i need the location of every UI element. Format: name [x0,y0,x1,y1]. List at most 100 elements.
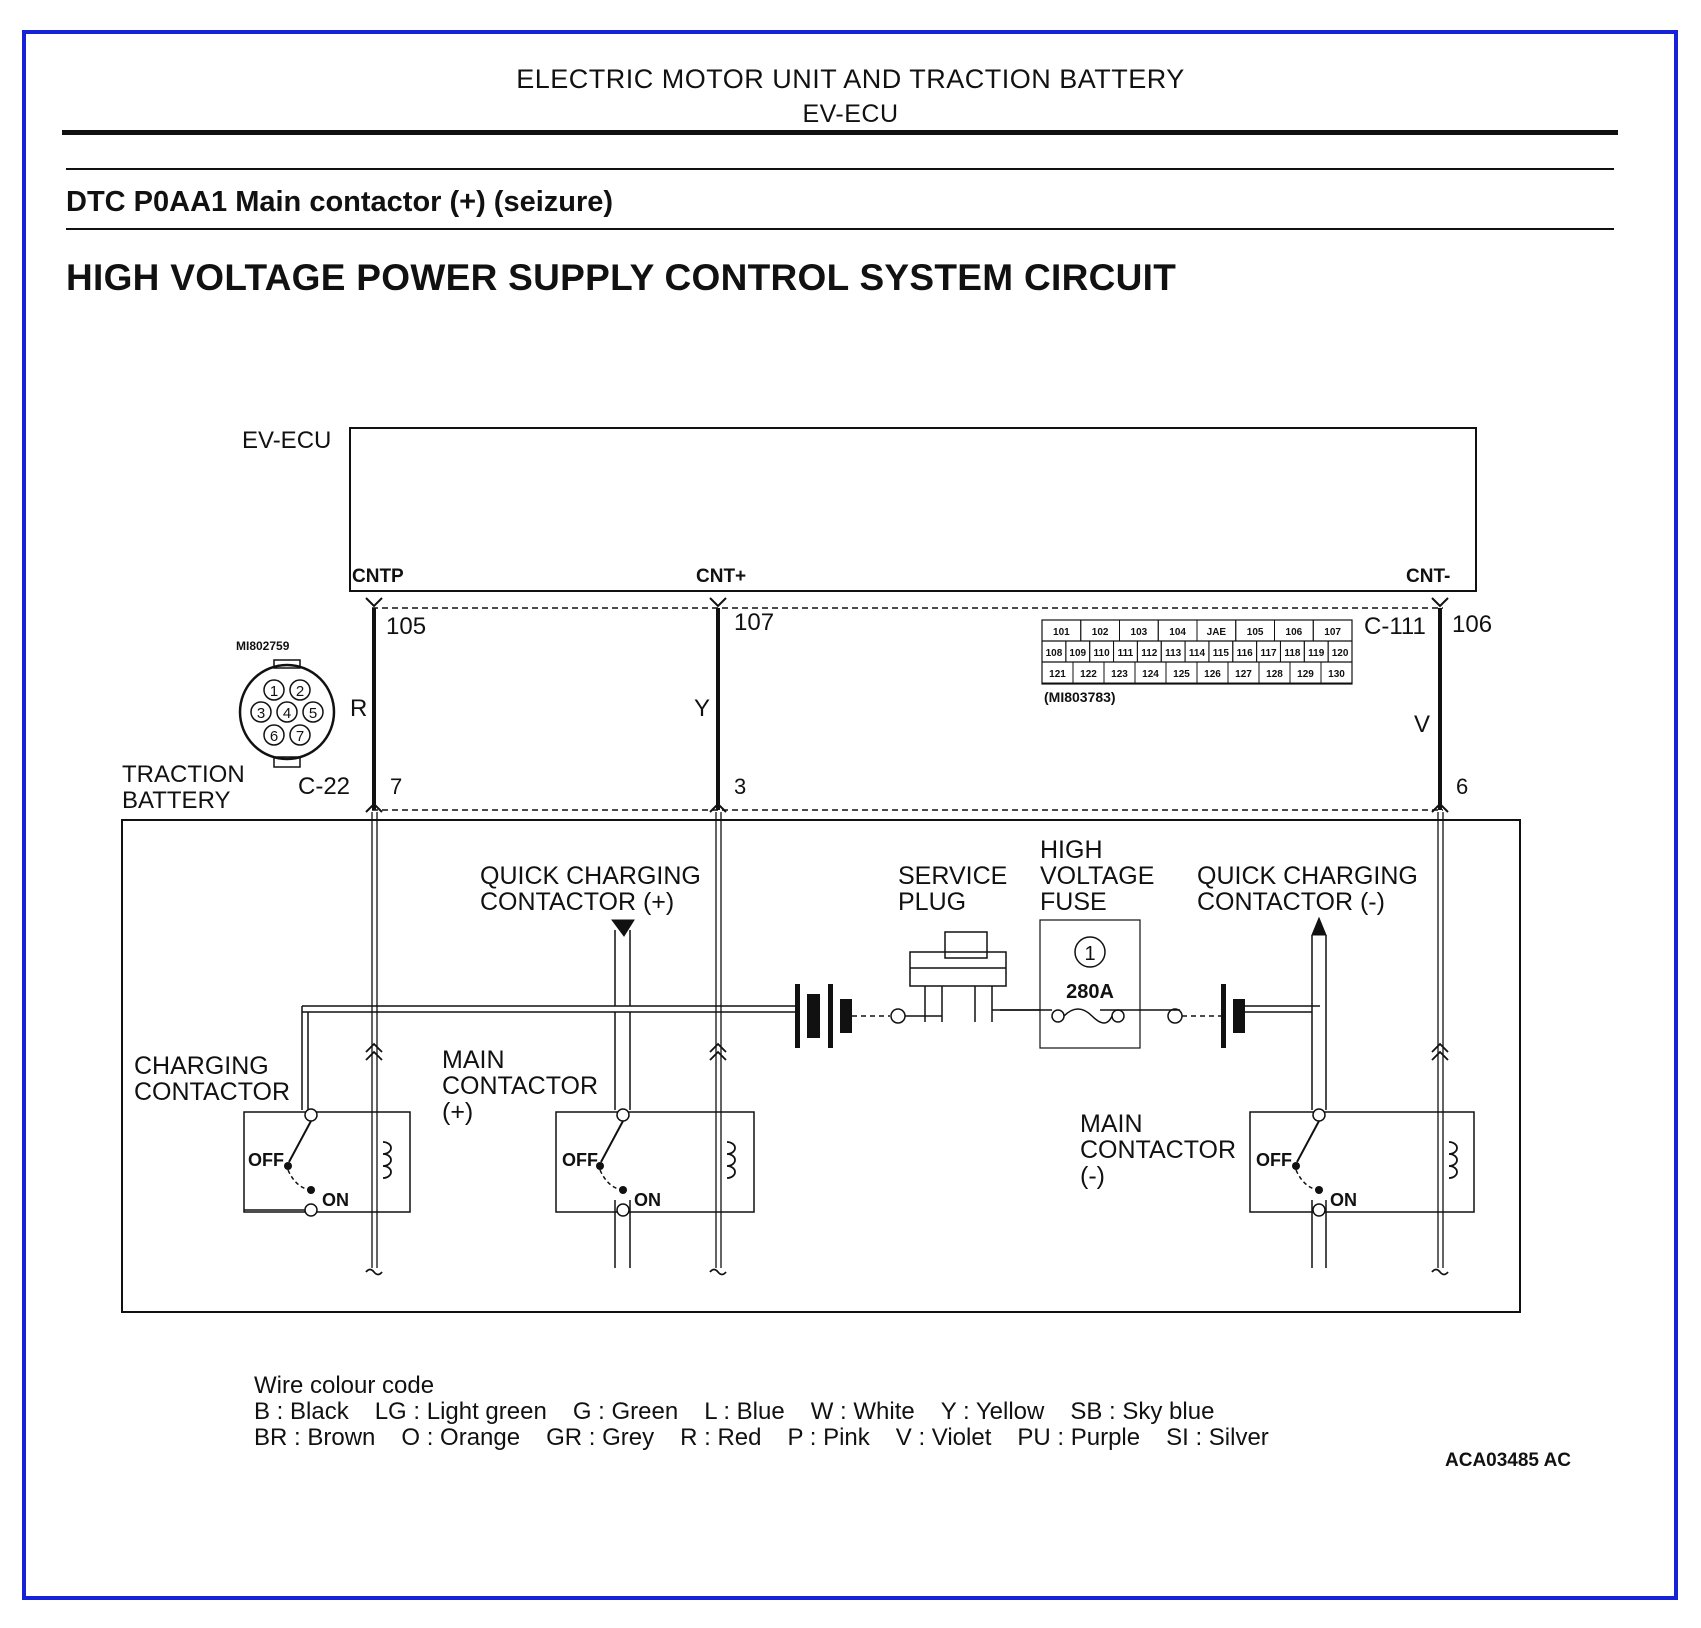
fuse-number: 1 [1084,943,1095,965]
svg-text:SERVICE: SERVICE [898,862,1007,890]
page-frame [22,30,1678,1600]
legend-item: O : Orange [401,1424,521,1451]
wire-color-r: R [350,695,367,722]
connector-cell-label: 123 [1111,669,1128,680]
connector-cell-label: 105 [1247,627,1264,638]
dtc-line: DTC P0AA1 Main contactor (+) (seizure) [66,186,614,218]
ecu-box [349,427,1477,592]
connector-cell-label: 106 [1286,627,1303,638]
header-subtitle: EV-ECU [802,100,899,128]
svg-text:VOLTAGE: VOLTAGE [1040,862,1154,890]
legend-title: Wire colour code [254,1372,435,1399]
connector-cell-label: 116 [1237,648,1254,659]
wire-color-v: V [1414,711,1430,738]
connector-cell-label: 127 [1235,669,1252,680]
ecu-label: EV-ECU [242,427,331,454]
connector-cell-label: 101 [1053,627,1070,638]
connector-cell-label: 103 [1131,627,1148,638]
svg-text:5: 5 [309,705,317,722]
connector-cell-label: 110 [1094,648,1111,659]
connector-cell-label: 108 [1046,648,1063,659]
legend-item: P : Pink [787,1424,870,1451]
svg-text:OFF: OFF [1256,1150,1292,1170]
svg-text:CONTACTOR (+): CONTACTOR (+) [480,888,674,916]
connector-cell-label: 128 [1266,669,1283,680]
dtc-rule-top [66,168,1614,170]
legend-item: PU : Purple [1017,1424,1141,1451]
connector-cell-label: 122 [1080,669,1097,680]
connector-c111: C-111 [1364,613,1426,640]
svg-text:OFF: OFF [248,1150,284,1170]
legend-item: LG : Light green [374,1398,547,1425]
svg-text:ON: ON [322,1190,349,1210]
ecu-pin-107: 107 [734,609,774,636]
pin-label-cnt-plus: CNT+ [696,566,746,587]
connector-cell-label: 114 [1189,648,1206,659]
connector-cell-label: 115 [1213,648,1230,659]
svg-text:PLUG: PLUG [898,888,966,916]
svg-text:OFF: OFF [562,1150,598,1170]
svg-text:(-): (-) [1080,1162,1105,1190]
svg-text:ON: ON [634,1190,661,1210]
wire-color-y: Y [694,695,710,722]
battery-box [121,819,1521,1313]
circuit-title: HIGH VOLTAGE POWER SUPPLY CONTROL SYSTEM… [66,257,1177,298]
svg-text:QUICK CHARGING: QUICK CHARGING [1197,862,1418,890]
connector-cell-label: 104 [1169,627,1186,638]
battery-label-1: TRACTION [122,761,245,788]
connector-cell-label: 124 [1142,669,1159,680]
svg-text:HIGH: HIGH [1040,836,1103,864]
figure-code: ACA03485 AC [1445,1450,1572,1471]
svg-text:3: 3 [257,705,265,722]
connector-cell-label: 113 [1165,648,1182,659]
battery-pin-7: 7 [390,774,402,799]
svg-text:1: 1 [270,683,278,700]
legend-item: B : Black [254,1398,349,1425]
svg-text:CONTACTOR: CONTACTOR [134,1078,290,1106]
svg-text:CONTACTOR (-): CONTACTOR (-) [1197,888,1385,916]
legend-item: V : Violet [895,1424,992,1451]
svg-text:MAIN: MAIN [1080,1110,1143,1138]
connector-cell-label: 120 [1332,648,1349,659]
svg-text:CONTACTOR: CONTACTOR [442,1072,598,1100]
header-rule [62,130,1618,135]
svg-text:6: 6 [270,728,278,745]
battery-pin-6: 6 [1456,774,1468,799]
legend-item: G : Green [572,1398,679,1425]
svg-text:4: 4 [283,705,291,722]
connector-cell-label: 119 [1308,648,1325,659]
header-title: ELECTRIC MOTOR UNIT AND TRACTION BATTERY [516,64,1185,94]
svg-text:CONTACTOR: CONTACTOR [1080,1136,1236,1164]
legend-item: Y : Yellow [940,1398,1045,1425]
fuse-rating: 280A [1066,981,1114,1003]
connector-cell-label: 121 [1049,669,1066,680]
pin-label-cntp: CNTP [352,566,404,587]
svg-text:7: 7 [296,728,304,745]
connector-c22: C-22 [298,773,350,800]
connector-cell-label: 125 [1173,669,1190,680]
connector-cell-label: 112 [1141,648,1158,659]
legend-item: W : White [810,1398,915,1425]
legend-item: GR : Grey [546,1424,655,1451]
c22-connector-icon [238,663,336,761]
connector-cell-label: 117 [1260,648,1277,659]
connector-cell-label: 111 [1118,648,1134,659]
svg-text:(+): (+) [442,1098,473,1126]
connector-cell-label: 102 [1092,627,1109,638]
connector-cell-label: 107 [1324,627,1341,638]
ecu-pin-106: 106 [1452,611,1492,638]
connector-cell-label: 130 [1328,669,1345,680]
connector-cell-label: 129 [1297,669,1314,680]
legend-item: SI : Silver [1166,1424,1269,1451]
ecu-pin-105: 105 [386,613,426,640]
svg-text:MAIN: MAIN [442,1046,505,1074]
connector-c111-part: (MI803783) [1044,689,1116,705]
connector-c22-part: MI802759 [236,639,290,653]
svg-text:QUICK CHARGING: QUICK CHARGING [480,862,701,890]
legend-item: SB : Sky blue [1070,1398,1215,1425]
legend-item: BR : Brown [254,1424,376,1451]
connector-cell [1320,661,1353,684]
battery-pin-3: 3 [734,774,746,799]
